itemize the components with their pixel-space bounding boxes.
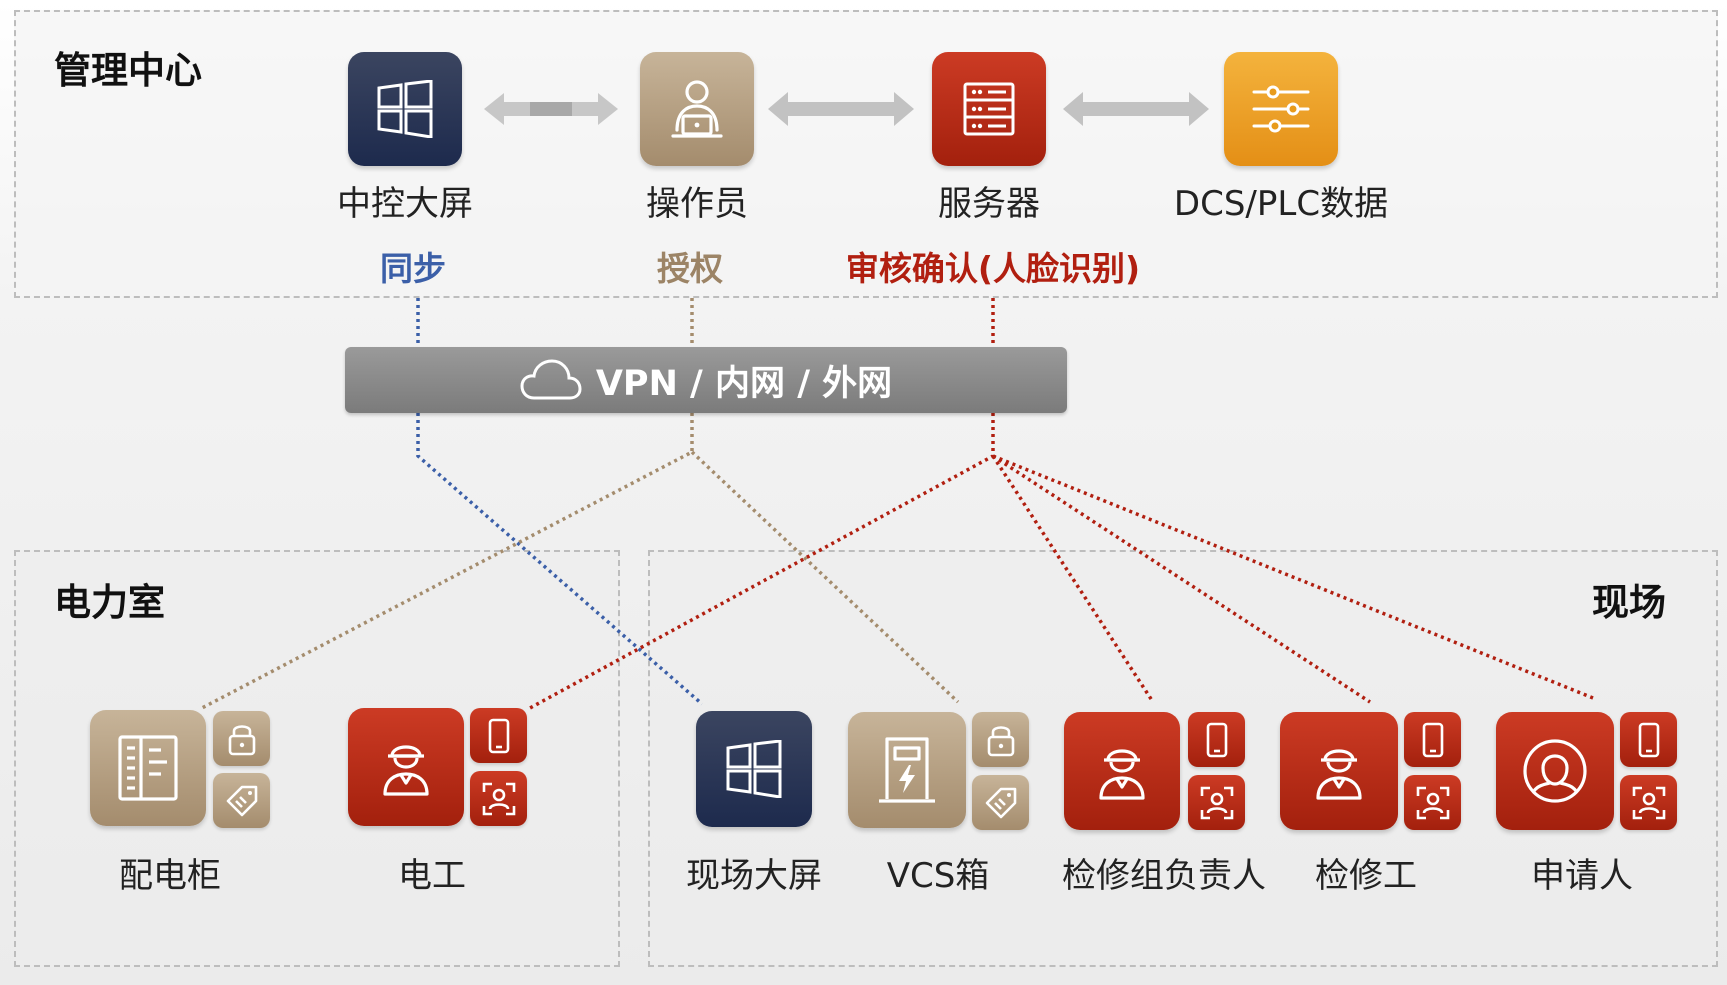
server-icon (963, 82, 1015, 136)
maintenance-worker-face-badge (1404, 775, 1461, 830)
electrician-tile[interactable] (348, 708, 464, 826)
maintenance-worker-tile[interactable] (1280, 712, 1398, 830)
sync-action-label: 同步 (380, 249, 446, 288)
authorize-line (201, 298, 960, 710)
lock-icon (228, 724, 255, 755)
phone-icon (488, 718, 509, 753)
sync-line (416, 298, 704, 706)
maintenance-lead-face-badge (1188, 775, 1245, 830)
applicant-face-badge (1620, 775, 1677, 830)
review-action-label: 审核确认(人脸识别) (845, 249, 1141, 288)
server-label: 服务器 (938, 184, 1040, 224)
double-arrow-1 (484, 93, 618, 125)
network-bar: VPN / 内网 / 外网 (345, 347, 1067, 413)
applicant-tile[interactable] (1496, 712, 1614, 830)
worker-helmet-icon (1099, 749, 1145, 800)
phone-icon (1638, 722, 1659, 757)
worker-helmet-icon (383, 745, 429, 796)
site-title: 现场 (1592, 581, 1666, 624)
applicant-phone-badge (1620, 712, 1677, 767)
power-room-title: 电力室 (54, 581, 165, 624)
site-screen-label: 现场大屏 (686, 856, 822, 896)
distribution-cabinet-label: 配电柜 (119, 856, 221, 896)
management-center-title: 管理中心 (54, 49, 202, 92)
central-screen-tile[interactable] (348, 52, 462, 166)
electrician-label: 电工 (398, 856, 466, 896)
maintenance-lead-phone-badge (1188, 712, 1245, 767)
face-scan-icon (1416, 786, 1449, 819)
cloud-icon (520, 359, 582, 400)
management-center-panel (14, 10, 1718, 298)
windows-icon (377, 80, 433, 138)
dcs-plc-tile[interactable] (1224, 52, 1338, 166)
server-tile[interactable] (932, 52, 1046, 166)
vcs-lock-badge (972, 712, 1029, 767)
maintenance-worker-phone-badge (1404, 712, 1461, 767)
face-scan-icon (1632, 786, 1665, 819)
phone-icon (1422, 722, 1443, 757)
electrician-face-badge (470, 771, 527, 826)
vcs-box-tile[interactable] (848, 712, 966, 828)
face-scan-icon (1200, 786, 1233, 819)
cabinet-lock-badge (213, 711, 270, 766)
maintenance-lead-tile[interactable] (1064, 712, 1180, 830)
power-box-icon (879, 737, 935, 803)
operator-tile[interactable] (640, 52, 754, 166)
double-arrow-3 (1063, 92, 1209, 126)
review-line (529, 298, 1594, 710)
lock-icon (987, 725, 1014, 756)
vcs-tag-badge (972, 775, 1029, 830)
network-label: VPN / 内网 / 外网 (595, 363, 893, 404)
central-screen-label: 中控大屏 (337, 184, 473, 224)
operator-label: 操作员 (646, 184, 748, 224)
person-circle-icon (1523, 739, 1587, 803)
face-scan-icon (482, 782, 515, 815)
tag-icon (226, 785, 257, 816)
site-screen-tile[interactable] (696, 711, 812, 827)
phone-icon (1206, 722, 1227, 757)
cabinet-tag-badge (213, 773, 270, 828)
dcs-plc-label: DCS/PLC数据 (1173, 184, 1389, 224)
maintenance-worker-label: 检修工 (1315, 856, 1417, 896)
authorize-action-label: 授权 (657, 249, 723, 288)
distribution-cabinet-tile[interactable] (90, 710, 206, 826)
sliders-icon (1252, 85, 1310, 133)
vcs-box-label: VCS箱 (886, 856, 990, 896)
tag-icon (985, 787, 1016, 818)
applicant-label: 申请人 (1531, 856, 1633, 896)
double-arrow-2 (768, 92, 914, 126)
worker-helmet-icon (1316, 749, 1362, 800)
maintenance-lead-label: 检修组负责人 (1062, 856, 1266, 896)
cabinet-icon (118, 735, 178, 801)
electrician-phone-badge (470, 708, 527, 763)
windows-icon (726, 740, 782, 798)
operator-laptop-icon (671, 80, 723, 138)
